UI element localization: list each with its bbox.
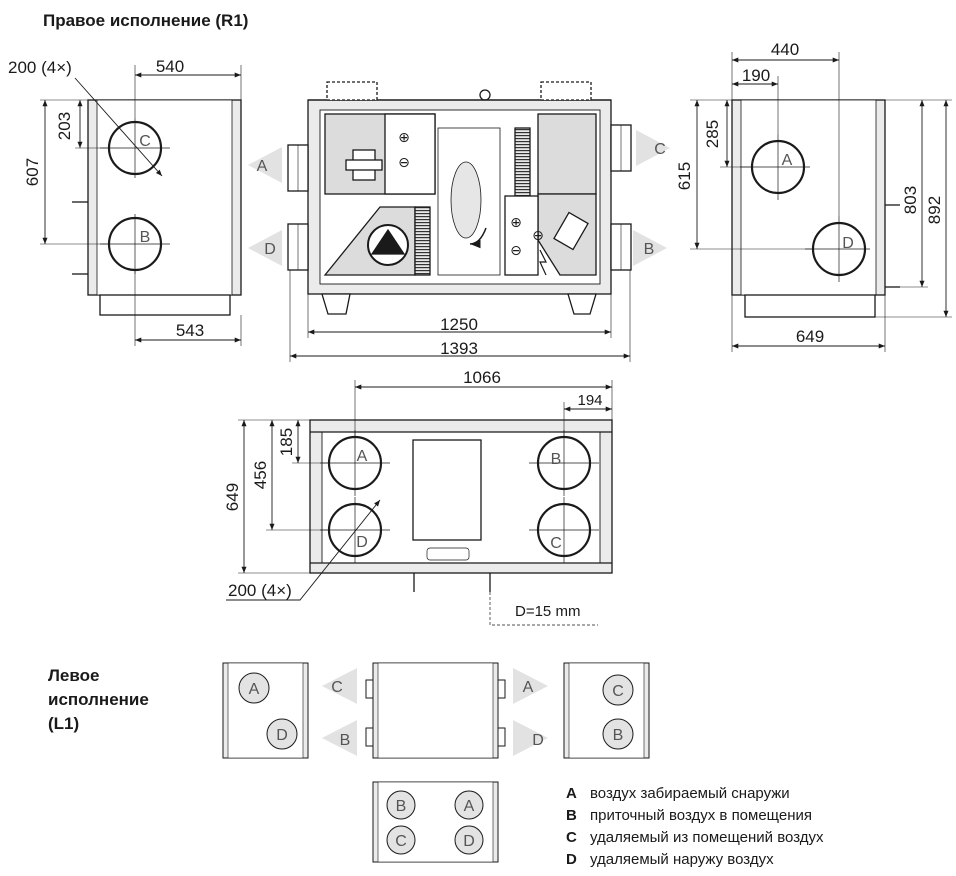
legend-text-b: приточный воздух в помещения [590,807,812,824]
front-cutaway-view [287,81,632,362]
l1-port-c-right: C [612,683,624,700]
minus-symbol-1: ⊖ [398,154,410,170]
port-label-b-plan: B [551,451,562,468]
port-label-c-left: C [139,133,151,150]
dim-440: 440 [771,40,799,59]
port-label-b-left: B [140,229,151,246]
legend: A воздух забираемый снаружи B приточный … [566,785,824,868]
plus-symbol-3: ⊕ [532,227,544,243]
dim-185: 185 [277,428,296,456]
arrow-label-b-l1: B [340,732,351,749]
flow-arrows-front [248,130,670,266]
dim-543: 543 [176,321,204,340]
l1-plan-port-c: C [395,833,407,850]
dim-649-plan: 649 [223,483,242,511]
l1-schematics [222,662,650,863]
l1-plan-port-b: B [396,798,407,815]
port-label-a-right: A [782,152,793,169]
title-r1: Правое исполнение (R1) [43,11,248,30]
legend-key-d: D [566,851,577,868]
drain-diameter-label: D=15 mm [515,603,580,620]
dim-1393: 1393 [440,339,478,358]
dim-203: 203 [55,112,74,140]
left-side-view [40,65,242,346]
port-label-c-plan: C [550,535,562,552]
dim-1250: 1250 [440,315,478,334]
dim-1066: 1066 [463,368,501,387]
port-label-d-plan: D [356,534,368,551]
dim-456: 456 [251,461,270,489]
port-label-d-right: D [842,235,854,252]
dim-615: 615 [675,162,694,190]
arrow-label-a-front: A [257,158,268,175]
dim-200-plan: 200 (4×) [228,581,292,600]
l1-plan-port-d: D [463,833,475,850]
legend-key-a: A [566,785,577,802]
legend-key-c: C [566,829,577,846]
dim-200-top: 200 (4×) [8,58,72,77]
dim-285: 285 [703,120,722,148]
dim-607: 607 [23,158,42,186]
l1-plan-port-a: A [464,798,475,815]
title-l1-line2: исполнение [48,690,149,709]
legend-text-c: удаляемый из помещений воздух [590,829,824,846]
dim-194: 194 [577,392,602,409]
arrow-label-b-front: B [644,241,655,258]
plus-symbol-1: ⊕ [398,129,410,145]
top-plan-view [226,380,613,626]
title-l1-line3: (L1) [48,714,79,733]
l1-port-a-left: A [249,681,260,698]
arrow-label-d-front: D [264,241,276,258]
title-l1-line1: Левое [48,666,99,685]
dim-540: 540 [156,57,184,76]
right-side-view [690,52,952,352]
minus-symbol-2: ⊖ [510,242,522,258]
arrow-label-a-l1: A [523,679,534,696]
dim-649-right: 649 [796,327,824,346]
arrow-label-d-l1: D [532,732,544,749]
port-label-a-plan: A [357,448,368,465]
legend-key-b: B [566,807,577,824]
dim-803: 803 [901,186,920,214]
dim-892: 892 [925,196,944,224]
plus-symbol-2: ⊕ [510,214,522,230]
l1-port-d-left: D [276,727,288,744]
arrow-label-c-l1: C [331,679,343,696]
dim-190: 190 [742,66,770,85]
l1-port-b-right: B [613,727,624,744]
legend-text-d: удаляемый наружу воздух [590,851,774,868]
arrow-label-c-front: C [654,141,666,158]
legend-text-a: воздух забираемый снаружи [590,785,790,802]
flow-arrows-l1 [322,668,548,756]
